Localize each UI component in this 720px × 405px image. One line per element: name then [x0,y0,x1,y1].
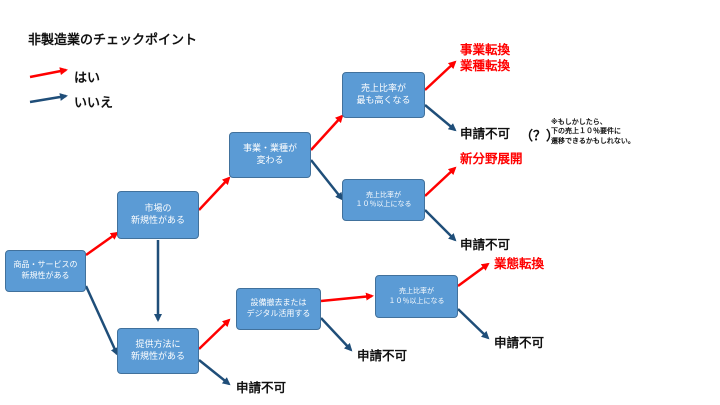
node-label: 商品・サービスの 新規性がある [13,260,78,280]
edge-highest-to-conversion-yes [424,60,457,91]
edge-market-to-business-yes [198,176,231,211]
edge-10pct-b-to-format-yes [457,262,490,288]
node-sales-ratio-10pct-b: 売上比率が １０％以上になる [375,275,458,318]
edge-product-to-delivery-no [84,285,119,356]
question-mark: （？） [520,129,560,144]
node-sales-ratio-highest: 売上比率が 最も高くなる [342,72,425,118]
node-label: 売上比率が 最も高くなる [356,83,411,106]
node-equipment-removal: 設備撤去または デジタル活用する [236,288,321,330]
edge-10pct-a-to-noteligible-no [424,209,457,242]
edge-business-to-10pct-a-no [310,159,344,201]
outcome-new-field-expansion: 新分野展開 [460,151,523,166]
legend-no-label: いいえ [74,96,114,111]
edge-10pct-b-to-noteligible-no [457,308,490,340]
node-label: 提供方法に 新規性がある [130,339,185,362]
annotation-note: ※もしかしたら、 下の売上１０％要件に 遷移できるかもしれない。 [551,118,635,145]
node-label: 事業・業種が 変わる [242,143,297,166]
edge-delivery-to-equipment-yes [198,318,231,350]
edge-10pct-a-to-newfield-yes [424,166,457,197]
outcome-business-conversion: 事業転換 業種転換 [460,42,511,74]
edge-business-to-highest-yes [310,114,344,151]
outcome-format-conversion: 業態転換 [494,256,545,271]
node-business-change: 事業・業種が 変わる [229,132,311,178]
edge-equipment-to-noteligible-no [320,317,353,352]
edge-product-to-market-yes [85,231,119,257]
outcome-not-eligible-3: 申請不可 [494,335,545,350]
node-label: 売上比率が １０％以上になる [388,287,445,305]
edge-highest-to-noteligible-no [424,104,457,132]
outcome-not-eligible-5: 申請不可 [236,380,287,395]
page-title: 非製造業のチェックポイント [28,33,198,48]
node-sales-ratio-10pct-a: 売上比率が １０％以上になる [342,179,425,221]
node-label: 売上比率が １０％以上になる [355,190,412,208]
legend-no-arrow [29,93,68,104]
outcome-not-eligible-2: 申請不可 [460,237,511,252]
node-label: 市場の 新規性がある [130,203,185,226]
node-delivery-method-novelty: 提供方法に 新規性がある [117,328,199,374]
edge-equipment-to-10pct-b-yes [320,292,374,303]
legend-yes-label: はい [74,71,101,86]
node-product-service-novelty: 商品・サービスの 新規性がある [5,250,86,292]
outcome-not-eligible-1: 申請不可 [460,126,511,141]
node-market-novelty: 市場の 新規性がある [117,191,199,239]
edge-delivery-to-noteligible-no [198,359,231,386]
outcome-not-eligible-4: 申請不可 [357,348,408,363]
node-label: 設備撤去または デジタル活用する [246,298,311,318]
legend-yes-arrow [29,67,68,79]
